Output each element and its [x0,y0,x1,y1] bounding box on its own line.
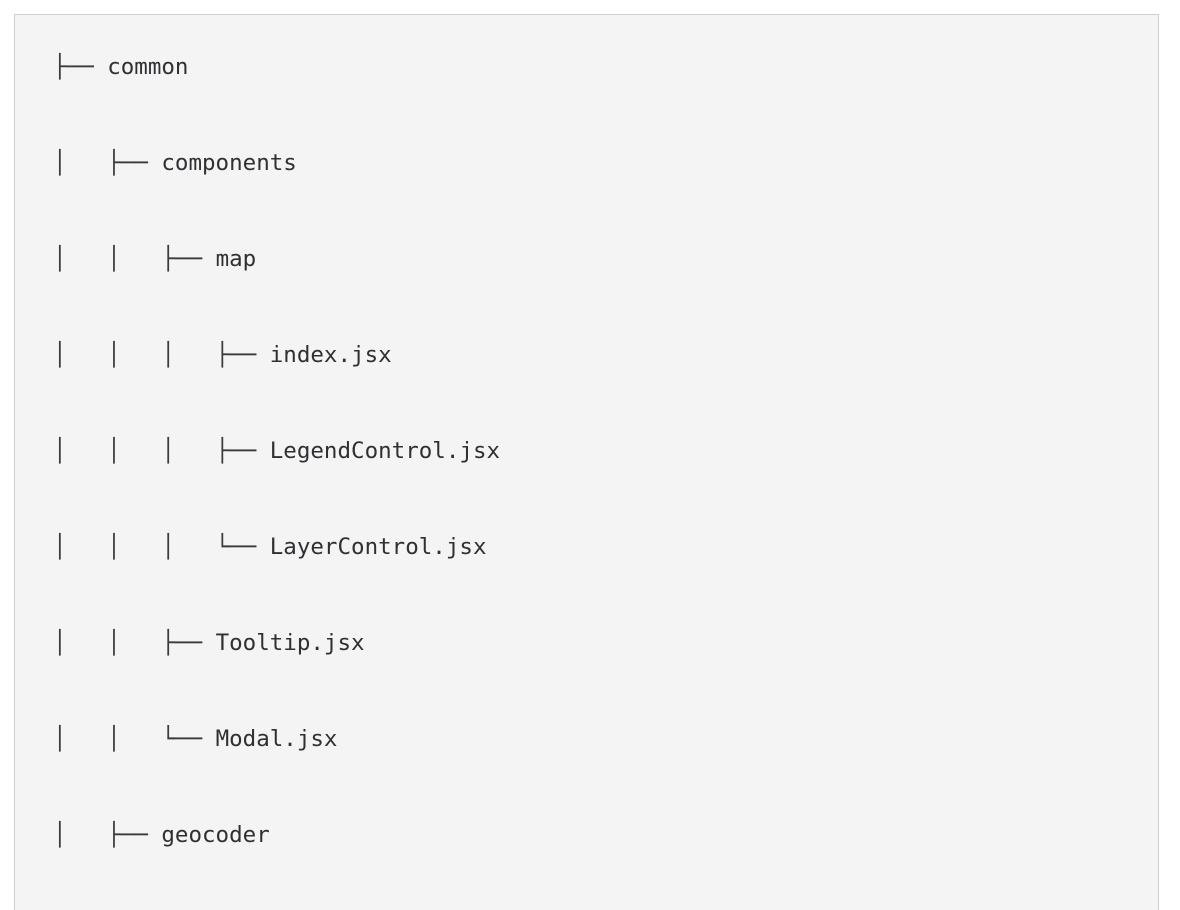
tree-file-label[interactable]: Tooltip.jsx [215,630,365,656]
tree-file-label[interactable]: LayerControl.jsx [269,534,487,560]
tree-file-label[interactable]: LegendControl.jsx [269,438,501,464]
tree-branch-glyphs-icon: │ │ ├── [53,246,216,272]
tree-line: │ │ ├── map [53,235,527,283]
tree-line: │ ├── components [53,139,527,187]
tree-line: ├── common [53,43,527,91]
tree-branch-glyphs-icon: ├── [53,54,108,80]
tree-line: │ │ │ └── LayerControl.jsx [53,523,527,571]
tree-file-label[interactable]: index.jsx [269,342,392,368]
tree-branch-glyphs-icon: │ │ ├── [53,630,216,656]
tree-directory-label[interactable]: common [107,54,189,80]
tree-branch-glyphs-icon: │ │ │ ├── [53,342,270,368]
tree-branch-glyphs-icon: │ ├── [53,150,162,176]
code-block-panel: ├── common │ ├── components │ │ ├── map … [14,14,1159,910]
tree-branch-glyphs-icon: │ │ │ └── [53,534,270,560]
tree-directory-label[interactable]: geocoder [161,822,270,848]
tree-branch-glyphs-icon: │ │ │ ├── [53,438,270,464]
tree-branch-glyphs-icon: │ ├── [53,822,162,848]
tree-line: │ │ └── Modal.jsx [53,715,527,763]
tree-line: │ │ ├── Tooltip.jsx [53,619,527,667]
tree-line: │ │ │ ├── index.jsx [53,331,527,379]
tree-line: │ ├── geocoder [53,811,527,859]
tree-branch-glyphs-icon: │ │ └── [53,726,216,752]
tree-line: │ │ │ ├── LegendControl.jsx [53,427,527,475]
tree-directory-label[interactable]: map [215,246,257,272]
directory-tree[interactable]: ├── common │ ├── components │ │ ├── map … [15,15,527,910]
tree-file-label[interactable]: Modal.jsx [215,726,338,752]
tree-directory-label[interactable]: components [161,150,297,176]
